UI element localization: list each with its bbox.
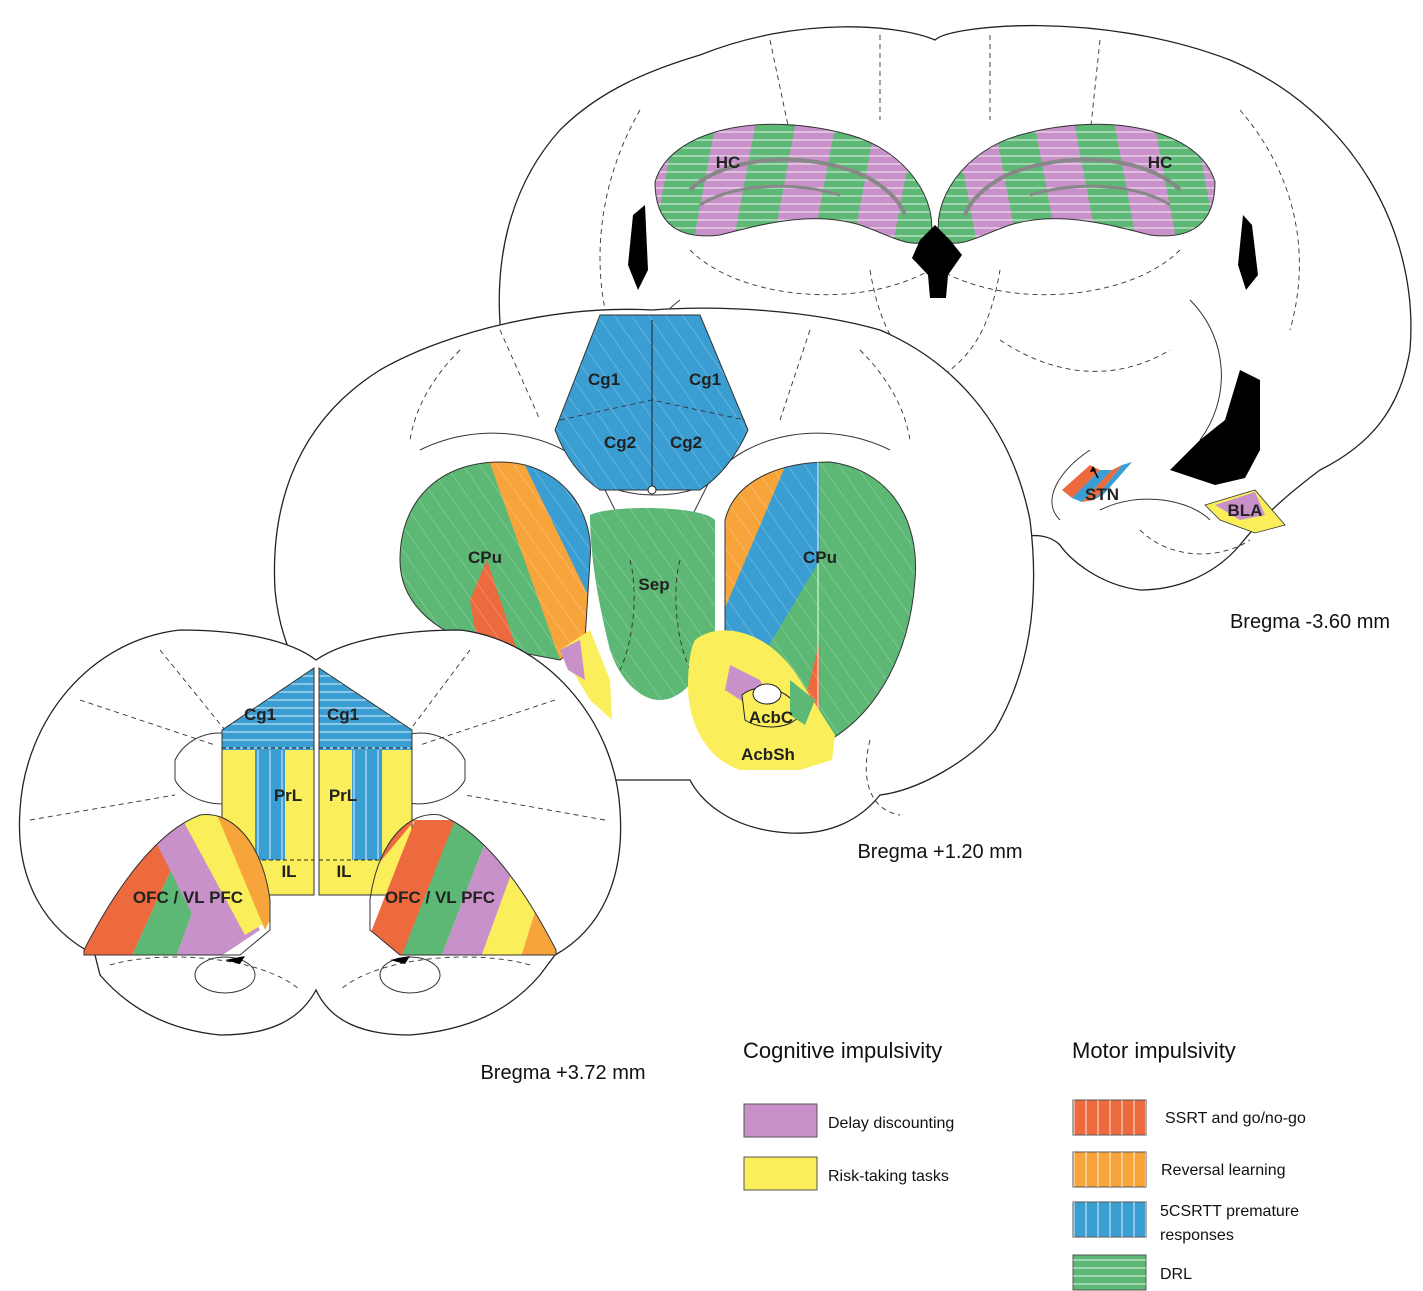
label-acbc: AcbC xyxy=(749,708,793,727)
label-cg1-middle-left: Cg1 xyxy=(588,370,620,389)
legend-title-motor: Motor impulsivity xyxy=(1072,1038,1236,1063)
label-prl-right: PrL xyxy=(329,786,357,805)
label-sep: Sep xyxy=(638,575,669,594)
legend-label-5csrtt-line2: responses xyxy=(1160,1227,1234,1244)
label-cg1-anterior-right: Cg1 xyxy=(327,705,359,724)
legend-title-cognitive: Cognitive impulsivity xyxy=(743,1038,942,1063)
legend-label-delay-discounting: Delay discounting xyxy=(828,1115,954,1132)
legend-label-reversal-learning: Reversal learning xyxy=(1161,1162,1286,1179)
label-bla: BLA xyxy=(1228,501,1263,520)
legend-swatch-delay-discounting xyxy=(744,1104,817,1137)
label-hc-left: HC xyxy=(716,153,741,172)
legend-label-risk-taking: Risk-taking tasks xyxy=(828,1168,949,1185)
legend-swatch-risk-taking xyxy=(744,1157,817,1190)
caption-bregma-anterior: Bregma +3.72 mm xyxy=(480,1062,645,1084)
legend-label-5csrtt-line1: 5CSRTT premature xyxy=(1160,1203,1299,1220)
label-ofc-left: OFC / VL PFC xyxy=(133,888,243,907)
legend-label-ssrt: SSRT and go/no-go xyxy=(1165,1110,1306,1127)
legend: Cognitive impulsivity Motor impulsivity … xyxy=(743,1038,1306,1290)
label-prl-left: PrL xyxy=(274,786,302,805)
label-ofc-right: OFC / VL PFC xyxy=(385,888,495,907)
anterior-section: Cg1 Cg1 PrL PrL IL IL OFC / VL PFC OFC /… xyxy=(19,630,645,1084)
label-cg2-middle-right: Cg2 xyxy=(670,433,702,452)
label-cg1-middle-right: Cg1 xyxy=(689,370,721,389)
label-acbsh: AcbSh xyxy=(741,745,795,764)
label-hc-right: HC xyxy=(1148,153,1173,172)
label-il-left: IL xyxy=(281,862,296,881)
label-il-right: IL xyxy=(336,862,351,881)
label-cpu-left: CPu xyxy=(468,548,502,567)
legend-label-drl: DRL xyxy=(1160,1266,1192,1283)
label-cg1-anterior-left: Cg1 xyxy=(244,705,276,724)
caption-bregma-posterior: Bregma -3.60 mm xyxy=(1230,611,1390,633)
label-cpu-right: CPu xyxy=(803,548,837,567)
label-cg2-middle-left: Cg2 xyxy=(604,433,636,452)
caption-bregma-middle: Bregma +1.20 mm xyxy=(857,841,1022,863)
label-stn: STN xyxy=(1085,485,1119,504)
